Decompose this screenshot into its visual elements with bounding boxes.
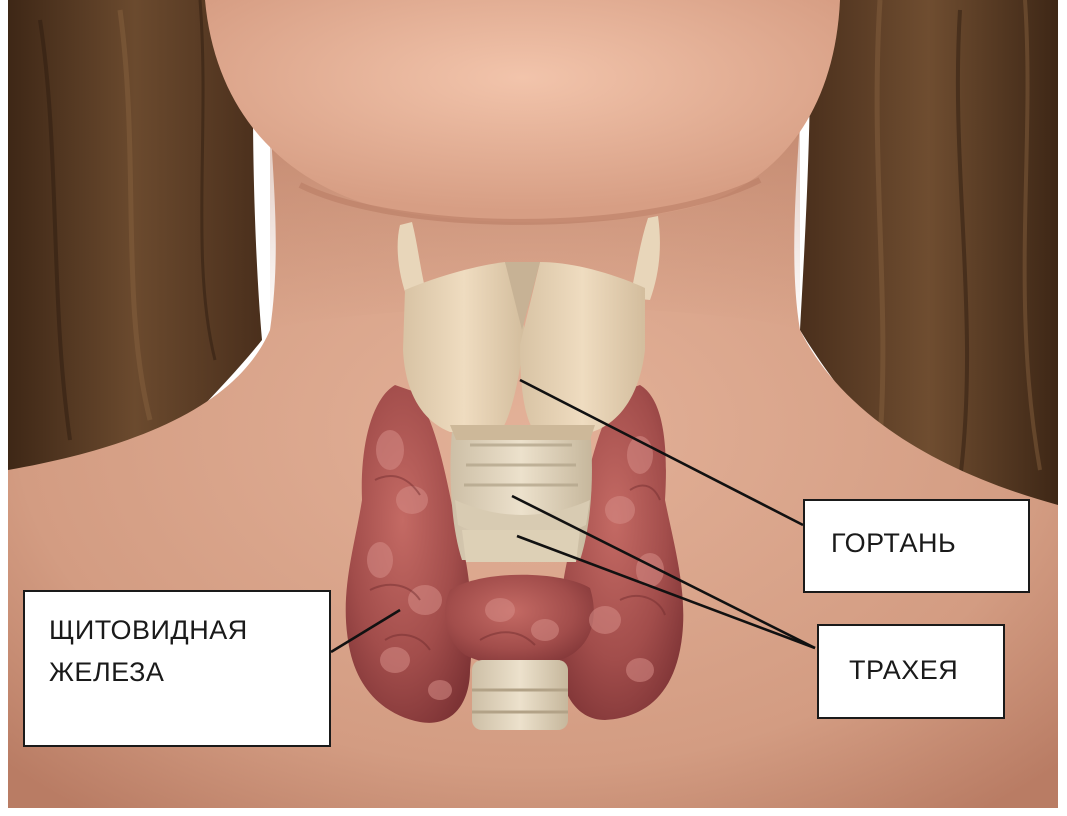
label-box-larynx: ГОРТАНЬ (803, 499, 1030, 593)
label-trachea: ТРАХЕЯ (849, 650, 1003, 692)
label-box-trachea: ТРАХЕЯ (817, 624, 1005, 719)
label-thyroid-line1: ЩИТОВИДНАЯ (49, 610, 329, 652)
label-thyroid-line2: ЖЕЛЕЗА (49, 652, 329, 694)
label-larynx: ГОРТАНЬ (831, 523, 1028, 565)
label-box-thyroid: ЩИТОВИДНАЯ ЖЕЛЕЗА (23, 590, 331, 747)
